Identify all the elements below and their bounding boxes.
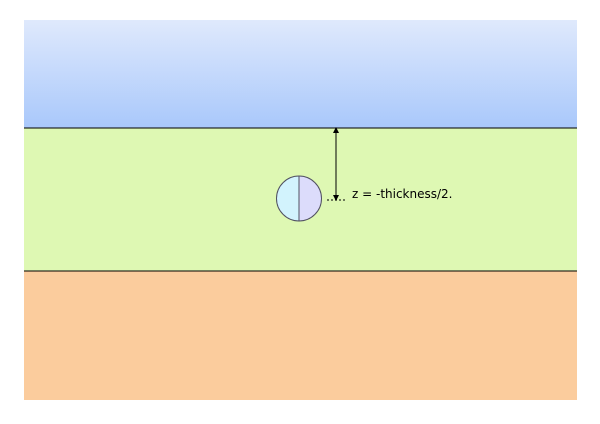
bottom-layer	[24, 271, 577, 400]
particle-icon	[276, 175, 322, 222]
top-layer	[24, 20, 577, 128]
annotation-label: z = -thickness/2.	[352, 187, 453, 201]
